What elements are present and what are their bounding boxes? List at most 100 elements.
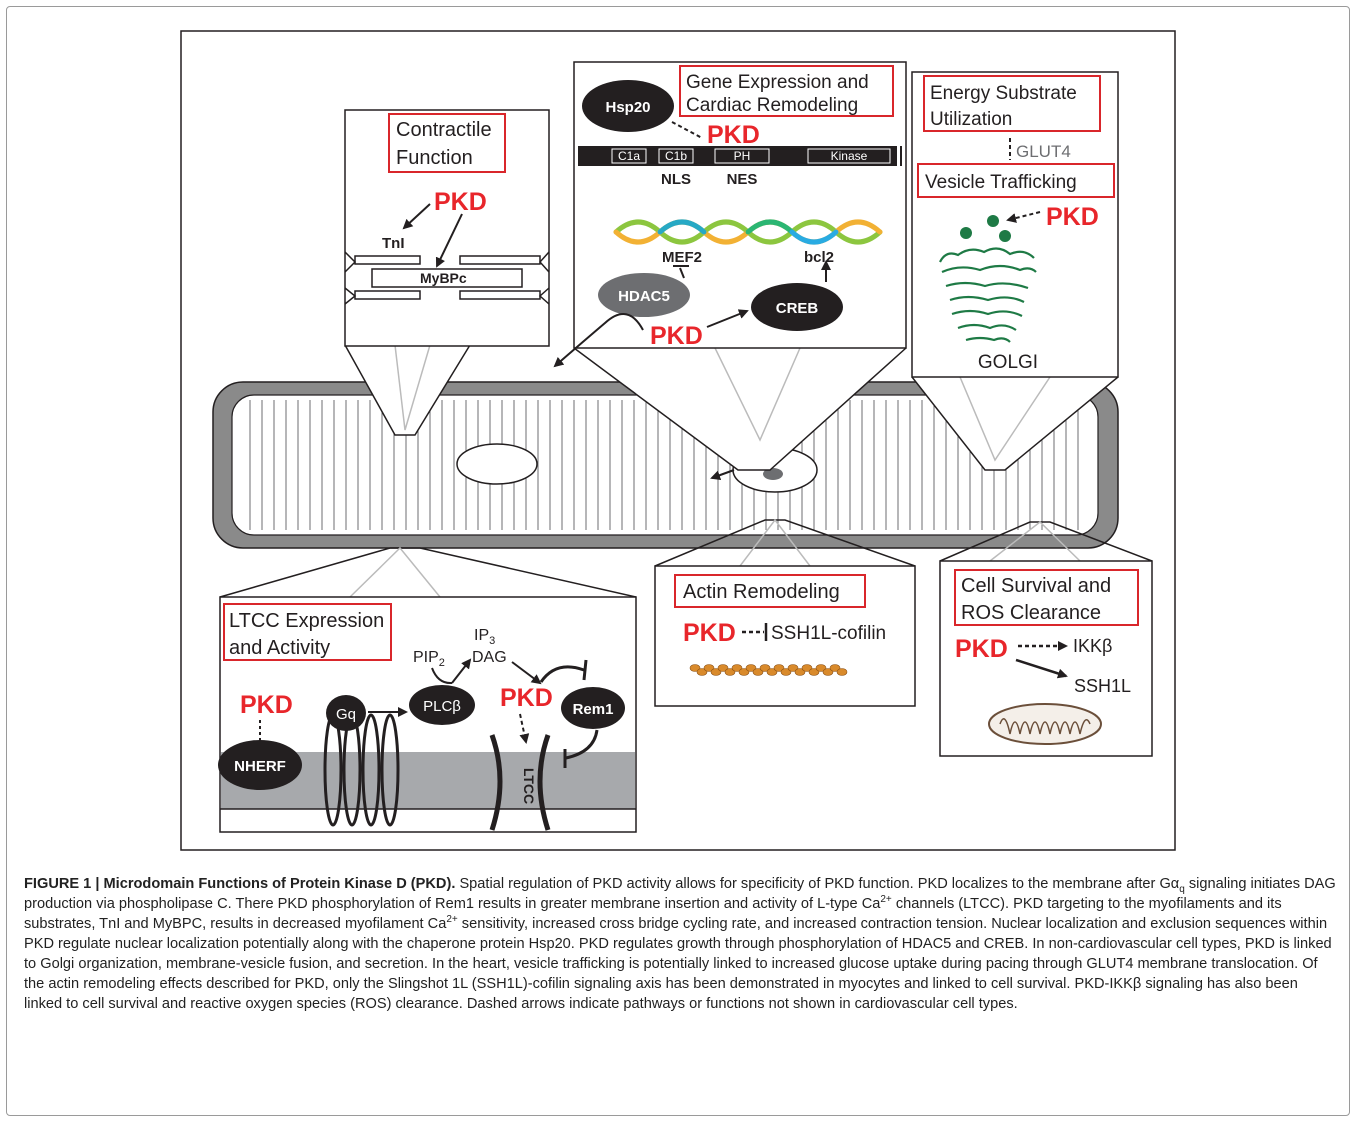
pip2-label: PIP2 (413, 649, 445, 669)
contractile-title-box (388, 113, 506, 173)
rem1-oval (561, 687, 625, 729)
nls-label: NLS (661, 171, 691, 188)
rem1-inhibits-ltcc (565, 729, 599, 760)
contractile-panel: Contractile Function PKD TnI MyBPc (344, 109, 550, 436)
energy-title-line1: Energy Substrate (930, 83, 1077, 104)
mybpc-label: MyBPc (420, 270, 467, 286)
pkd-inhibits-rem1 (539, 665, 585, 683)
caption-s1-sub: q (1179, 883, 1185, 895)
survival-title-box (954, 569, 1139, 626)
glut4-label: GLUT4 (1016, 142, 1071, 161)
gene-pkd-top-label: PKD (707, 121, 760, 149)
bcl2-label: bcl2 (804, 249, 834, 266)
diagram-canvas: Contractile Function PKD TnI MyBPc Gene … (180, 30, 1176, 851)
cardiomyocyte-cell (212, 381, 1119, 549)
caption-s3: channels (LTCC). PKD targeting to the my… (24, 896, 1282, 932)
pkd-to-mybpc-arrow (435, 213, 463, 268)
ltcc-title-line1: LTCC Expression (229, 610, 384, 632)
dag-label: DAG (472, 649, 507, 666)
gq-oval (326, 695, 366, 731)
actin-filament (689, 664, 848, 676)
nherf-oval (218, 740, 302, 790)
caption-s4: sensitivity, increased cross bridge cycl… (24, 916, 1332, 1012)
survival-pkd-label: PKD (955, 635, 1008, 663)
golgi-label: GOLGI (978, 352, 1038, 373)
domain-kinase: Kinase (831, 149, 868, 163)
hdac5-oval (598, 273, 690, 317)
caption-label: FIGURE 1 | Microdomain Functions of Prot… (24, 876, 456, 892)
caption-s3-sup: 2+ (446, 914, 458, 926)
ltcc-label: LTCC (521, 768, 537, 804)
nucleus-left (456, 443, 538, 485)
gene-title-line1: Gene Expression and (686, 72, 869, 93)
sarcomere (344, 251, 550, 305)
contractile-pkd-label: PKD (434, 188, 487, 216)
ltcc-title-box (223, 603, 392, 661)
ip3-label: IP3 (474, 627, 495, 647)
pkd-to-ltcc-arrow (519, 713, 530, 744)
domain-c1a: C1a (618, 149, 640, 163)
gene-title-line2: Cardiac Remodeling (686, 95, 858, 116)
hsp20-label: Hsp20 (605, 99, 650, 116)
contractile-title-line1: Contractile (396, 119, 492, 141)
nes-label: NES (727, 171, 758, 188)
pkd-to-ssh1l-arrow (1015, 658, 1068, 679)
actin-pkd-label: PKD (683, 619, 736, 647)
caption-s2-sup: 2+ (880, 894, 892, 906)
hsp20-oval (582, 80, 674, 132)
gene-pkd-bottom-label: PKD (650, 322, 703, 350)
survival-panel: Cell Survival and ROS Clearance PKD IKKβ… (939, 521, 1153, 757)
actin-panel: Actin Remodeling PKD SSH1L-cofilin (654, 518, 916, 707)
outer-frame (6, 6, 1350, 1116)
hsp20-pkd-link (671, 121, 703, 139)
contractile-title-line2: Function (396, 147, 473, 169)
plc-oval (409, 685, 475, 725)
pkd-domains: C1a C1b PH Kinase (611, 148, 891, 164)
gene-expression-panel: Gene Expression and Cardiac Remodeling H… (553, 61, 907, 480)
energy-pkd-label: PKD (1046, 203, 1099, 231)
domain-ph: PH (734, 149, 751, 163)
ikk-label: IKKβ (1073, 636, 1112, 656)
domain-c1b: C1b (665, 149, 687, 163)
pkd-to-vesicle-arrow (1006, 211, 1041, 223)
caption-s1: Spatial regulation of PKD activity allow… (455, 876, 1180, 892)
gq-label: Gq (336, 706, 356, 723)
rem1-label: Rem1 (573, 701, 614, 718)
nuclear-arrow (710, 469, 735, 480)
energy-title-line2: Utilization (930, 109, 1012, 130)
pkd-to-creb-arrow (706, 309, 749, 328)
nucleolus (763, 468, 783, 480)
actin-title: Actin Remodeling (683, 581, 840, 603)
mef2-label: MEF2 (662, 249, 702, 266)
ltcc-title-line2: and Activity (229, 637, 330, 659)
survival-title-line1: Cell Survival and (961, 575, 1111, 597)
figure-caption: FIGURE 1 | Microdomain Functions of Prot… (24, 874, 1336, 1014)
plc-label: PLCβ (423, 698, 461, 715)
energy-title-box (923, 75, 1101, 132)
pip2-to-dag-arrow (451, 658, 472, 684)
energy-panel: Energy Substrate Utilization GLUT4 Vesic… (911, 71, 1119, 471)
ltcc-panel: LTCC Expression and Activity PKD NHERF G… (218, 546, 637, 833)
actin-target-label: SSH1L-cofilin (771, 623, 886, 644)
ssh1l-label: SSH1L (1074, 676, 1131, 696)
vesicle-title: Vesicle Trafficking (925, 172, 1077, 193)
creb-label: CREB (776, 300, 819, 317)
ltcc-channel (489, 734, 551, 831)
nherf-label: NHERF (234, 758, 286, 775)
hdac5-inhibits-mef2 (679, 267, 685, 279)
hdac5-label: HDAC5 (618, 288, 670, 305)
gene-title-box (679, 65, 894, 117)
dag-to-pkd-arrow (511, 661, 542, 685)
gpcr-receptor (323, 713, 400, 827)
ltcc-pkd-left-label: PKD (240, 691, 293, 719)
survival-title-line2: ROS Clearance (961, 602, 1101, 624)
pkd-export-arrow (553, 313, 644, 368)
vesicle-title-box (917, 163, 1115, 198)
ltcc-pkd-right-label: PKD (500, 684, 553, 712)
creb-oval (751, 283, 843, 331)
mitochondrion (988, 703, 1102, 745)
pkd-to-tni-arrow (402, 203, 431, 230)
dna-helix (613, 219, 883, 245)
tni-label: TnI (382, 235, 405, 252)
